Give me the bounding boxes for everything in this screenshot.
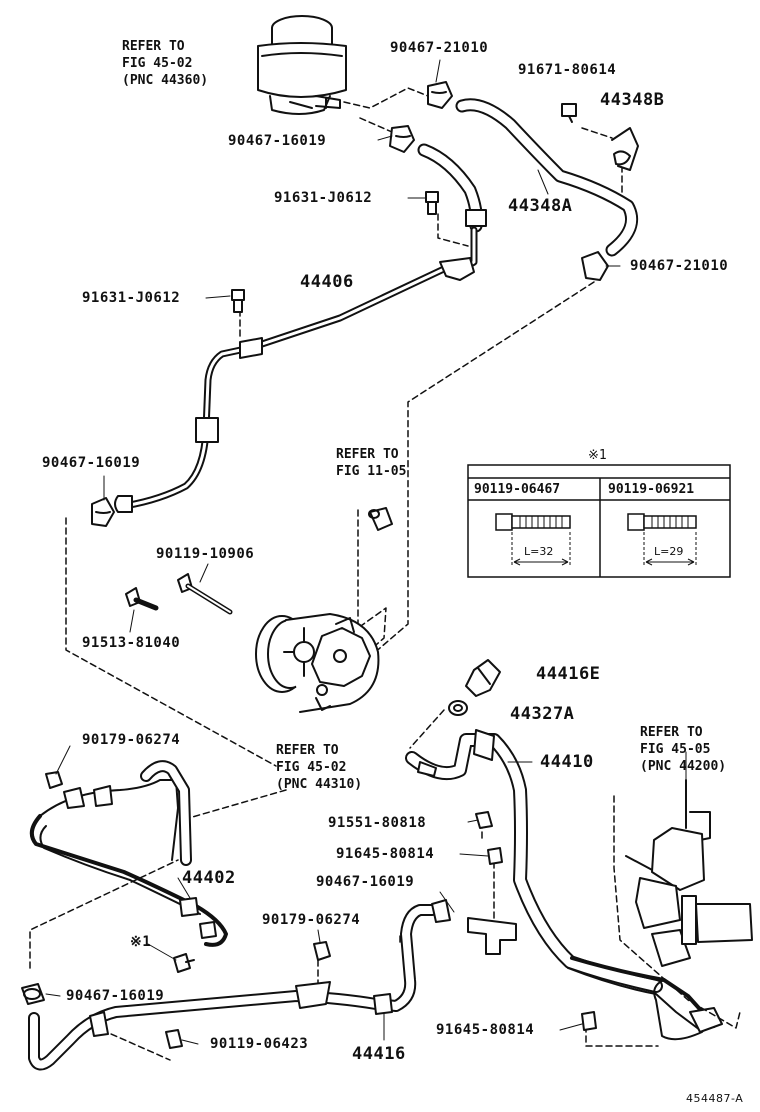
refer-note-line: REFER TO — [276, 743, 339, 758]
bolt-mark1 — [173, 953, 195, 973]
nut-90179-lower — [313, 941, 331, 961]
bracket-91645 — [467, 847, 517, 955]
part-label-44402: 44402 — [182, 868, 236, 888]
part-label-90179-06274-left: 90179-06274 — [82, 732, 181, 748]
refer-note-line: FIG 45-02 — [122, 56, 193, 71]
part-label-90467-16019-lower: 90467-16019 — [316, 874, 415, 890]
fitting-fig-11-05 — [368, 507, 393, 531]
bolt-table-part-1: 90119-06467 — [474, 482, 561, 497]
power-steering-pump — [255, 613, 380, 713]
part-label-44327a: 44327A — [510, 704, 575, 724]
bolt-table-marker: ※1 — [588, 448, 607, 463]
refer-note-line: REFER TO — [336, 447, 399, 462]
bolt-drawing-l32 — [495, 513, 571, 566]
pressure-hose-44410 — [405, 729, 663, 993]
part-label-90467-21010-top: 90467-21010 — [390, 40, 489, 56]
hose-clip-left — [91, 497, 115, 527]
refer-note-line: FIG 45-02 — [276, 760, 347, 775]
part-label-90179-06274-lower: 90179-06274 — [262, 912, 361, 928]
part-label-90467-16019-bottom: 90467-16019 — [66, 988, 165, 1004]
figure-id: 454487-A — [686, 1092, 744, 1105]
part-label-44348b: 44348B — [600, 90, 665, 110]
refer-note-line: FIG 11-05 — [336, 464, 407, 479]
bolt-drawing-l29 — [627, 513, 697, 566]
part-label-91513-81040: 91513-81040 — [82, 635, 181, 651]
part-label-90467-21010-right: 90467-21010 — [630, 258, 729, 274]
refer-note-fig-45-02-44310: REFER TO FIG 45-02 (PNC 44310) — [276, 742, 362, 793]
part-label-91671-80614: 91671-80614 — [518, 62, 617, 78]
bolt-length-2: L=29 — [654, 545, 684, 558]
refer-note-line: FIG 45-05 — [640, 742, 711, 757]
nut-90179-left — [45, 771, 63, 789]
bolt-table — [467, 464, 731, 578]
refer-note-line: (PNC 44200) — [640, 759, 727, 774]
part-label-44410: 44410 — [540, 752, 594, 772]
hose-clip-upper — [389, 125, 415, 153]
bolt-91631-upper — [425, 191, 439, 215]
part-label-90467-16019-upper: 90467-16019 — [228, 133, 327, 149]
bolt-91551 — [475, 811, 493, 829]
part-label-mark1: ※1 — [130, 934, 152, 950]
bolt-length-1: L=32 — [524, 545, 554, 558]
hose-clip-right — [581, 251, 609, 281]
refer-note-fig-45-05-44200: REFER TO FIG 45-05 (PNC 44200) — [640, 724, 726, 775]
bolt-90119-10906 — [177, 573, 233, 615]
bolt-table-border — [467, 464, 731, 578]
refer-note-fig-11-05: REFER TO FIG 11-05 — [336, 446, 406, 480]
part-label-91631-j0612-lower: 91631-J0612 — [82, 290, 181, 306]
gear-tubes — [567, 956, 723, 1041]
part-label-44406: 44406 — [300, 272, 354, 292]
cooler-pipe-44416 — [28, 899, 451, 1071]
refer-note-line: (PNC 44310) — [276, 777, 363, 792]
part-label-90467-16019-left: 90467-16019 — [42, 455, 141, 471]
label-pointers — [45, 59, 687, 1045]
refer-note-fig-45-02-44360: REFER TO FIG 45-02 (PNC 44360) — [122, 38, 208, 89]
bolt-90119-06423 — [165, 1029, 183, 1049]
pressure-pipe-44406 — [114, 226, 478, 513]
bolt-91631-lower — [231, 289, 245, 313]
leader-lines — [29, 87, 659, 1061]
gasket-44327a — [448, 700, 468, 716]
return-hose-44348a — [455, 98, 638, 257]
bolt-91645-lower — [581, 1011, 597, 1031]
part-label-91551-80818: 91551-80818 — [328, 815, 427, 831]
hose-clip-lower-left — [21, 983, 45, 1005]
refer-note-line: (PNC 44360) — [122, 73, 209, 88]
refer-note-line: REFER TO — [640, 725, 703, 740]
part-label-90119-06423: 90119-06423 — [210, 1036, 309, 1052]
part-label-44416: 44416 — [352, 1044, 406, 1064]
suction-hose — [417, 143, 487, 233]
part-label-91631-j0612-upper: 91631-J0612 — [274, 190, 373, 206]
part-label-91645-80814-lower: 91645-80814 — [436, 1022, 535, 1038]
bolt-table-part-2: 90119-06921 — [608, 482, 695, 497]
refer-note-line: REFER TO — [122, 39, 185, 54]
return-tube-44402 — [29, 760, 228, 947]
union-44416e — [465, 659, 501, 697]
bolt-91513-81040 — [125, 587, 159, 611]
part-label-91645-80814-upper: 91645-80814 — [336, 846, 435, 862]
steering-gear — [613, 779, 753, 1029]
reservoir-tank — [257, 15, 347, 115]
part-label-90119-10906: 90119-10906 — [156, 546, 255, 562]
hose-clip-top — [427, 81, 453, 109]
bracket-44348b — [561, 103, 639, 171]
part-label-44348a: 44348A — [508, 196, 573, 216]
part-label-44416e: 44416E — [536, 664, 601, 684]
